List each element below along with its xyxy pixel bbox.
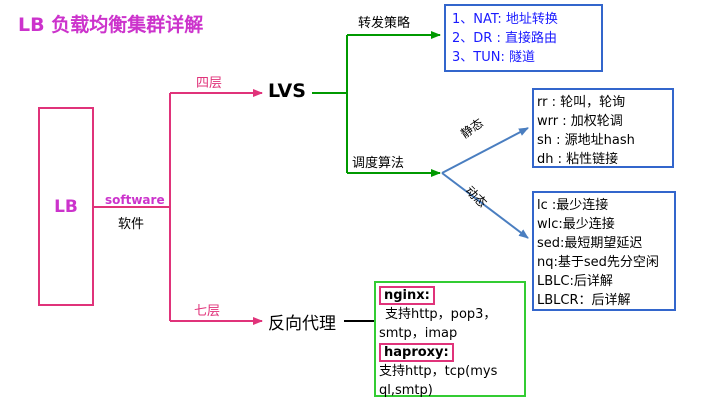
static-item: sh : 源地址hash: [537, 133, 635, 148]
layer7-label: 七层: [194, 304, 221, 319]
software-label-en: software: [105, 193, 165, 207]
software-label-cn: 软件: [118, 217, 145, 232]
dynamic-item: sed:最短期望延迟: [537, 236, 643, 251]
static-item: rr : 轮叫，轮询: [537, 95, 626, 110]
forwarding-item: 3、TUN: 隧道: [452, 50, 535, 65]
scheduling-label: 调度算法: [352, 156, 405, 171]
forwarding-box: 1、NAT: 地址转换 2、DR : 直接路由 3、TUN: 隧道: [444, 4, 603, 72]
static-algorithms-box: rr : 轮叫，轮询 wrr : 加权轮调 sh : 源地址hash dh : …: [532, 88, 674, 168]
dynamic-item: wlc:最少连接: [537, 217, 615, 232]
lb-label: LB: [54, 197, 78, 217]
static-item: dh : 粘性链接: [537, 152, 619, 167]
static-item: wrr : 加权轮调: [537, 114, 623, 129]
proxy-box: nginx: 支持http，pop3， smtp，imap haproxy: 支…: [374, 281, 526, 398]
forwarding-item: 2、DR : 直接路由: [452, 31, 557, 46]
forwarding-label: 转发策略: [358, 16, 411, 31]
nginx-tag: nginx:: [379, 286, 435, 305]
arrow-to-dynamic: [441, 172, 529, 239]
haproxy-desc: ql,smtp): [379, 383, 433, 398]
haproxy-tag: haproxy:: [379, 343, 454, 362]
layer4-label: 四层: [196, 76, 223, 91]
nginx-desc: 支持http，pop3，: [385, 307, 497, 322]
lb-box: [38, 107, 94, 306]
dynamic-item: lc :最少连接: [537, 198, 609, 213]
lvs-node: LVS: [268, 80, 306, 102]
nginx-desc: smtp，imap: [379, 326, 458, 341]
dynamic-item: LBLCR：后详解: [537, 293, 631, 308]
arrow-to-static: [441, 127, 529, 174]
haproxy-desc: 支持http，tcp(mys: [379, 364, 498, 379]
reverse-proxy-node: 反向代理: [268, 314, 336, 334]
dynamic-algorithms-box: lc :最少连接 wlc:最少连接 sed:最短期望延迟 nq:基于sed先分空…: [532, 191, 676, 311]
dynamic-item: LBLC:后详解: [537, 274, 613, 289]
lb-branch-line: [94, 93, 171, 208]
dynamic-item: nq:基于sed先分空闲: [537, 255, 659, 270]
page-title: LB 负载均衡集群详解: [18, 14, 204, 36]
forwarding-item: 1、NAT: 地址转换: [452, 12, 558, 27]
